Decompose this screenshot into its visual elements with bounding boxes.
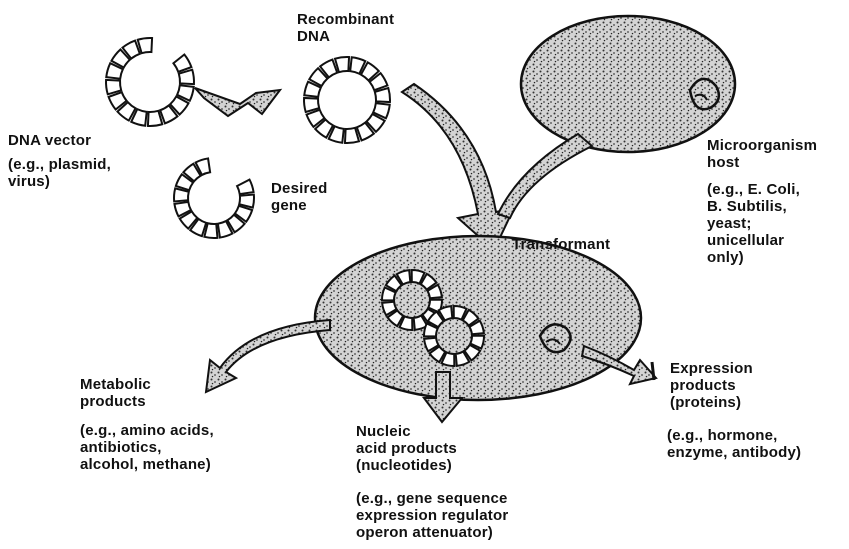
ring-segment [148, 111, 162, 126]
dna-vector-label: DNA vector [8, 132, 91, 149]
host-to-transformant-arrow [498, 134, 592, 218]
microorganism-host-example-line-2: B. Subtilis, [707, 198, 800, 215]
nucleic-acid-products-examples: (e.g., gene sequence expression regulato… [356, 490, 508, 541]
microorganism-host-cell [521, 16, 735, 152]
metabolic-products-name-line-1: Metabolic [80, 376, 151, 393]
nucleic-acid-products-name-line-1: Nucleic [356, 423, 457, 440]
metabolic-products-example-line-3: alcohol, methane) [80, 456, 214, 473]
microorganism-host-examples: (e.g., E. Coli, B. Subtilis, yeast; unic… [707, 181, 800, 266]
microorganism-host-example-line-5: only) [707, 249, 800, 266]
nucleic-acid-products-name-line-3: (nucleotides) [356, 457, 457, 474]
expression-products-name-line-1: Expression [670, 360, 753, 377]
recombinant-dna-label-line-1: Recombinant [297, 11, 394, 28]
transformant-cell [315, 236, 641, 400]
nucleic-acid-products-example-line-2: expression regulator [356, 507, 508, 524]
nucleic-acid-products-label: Nucleic acid products (nucleotides) [356, 423, 457, 474]
metabolic-products-name-line-2: products [80, 393, 151, 410]
metabolic-products-examples: (e.g., amino acids, antibiotics, alcohol… [80, 422, 214, 473]
expression-products-examples: (e.g., hormone, enzyme, antibody) [667, 427, 801, 461]
recombinant-dna-ring [304, 57, 390, 143]
expression-products-example-line-1: (e.g., hormone, [667, 427, 801, 444]
desired-gene-label-line-1: Desired [271, 180, 327, 197]
microorganism-host-name-line-2: host [707, 154, 817, 171]
transformant-label: Transformant [512, 236, 610, 253]
insert-arrow [195, 88, 280, 116]
desired-gene-label: Desired gene [271, 180, 327, 214]
expression-products-label: Expression products (proteins) [670, 360, 753, 411]
desired-gene-ring [174, 158, 254, 238]
dna-vector-ring [106, 38, 194, 126]
expression-products-name-line-2: products [670, 377, 753, 394]
transformant-label-text: Transformant [512, 236, 610, 253]
microorganism-host-name-line-1: Microorganism [707, 137, 817, 154]
nucleic-acid-products-example-line-1: (e.g., gene sequence [356, 490, 508, 507]
metabolic-products-label: Metabolic products [80, 376, 151, 410]
metabolic-products-example-line-1: (e.g., amino acids, [80, 422, 214, 439]
nucleic-acid-products-name-line-2: acid products [356, 440, 457, 457]
ring-segment [237, 180, 253, 195]
metabolic-products-arrow [206, 320, 330, 392]
microorganism-host-label: Microorganism host [707, 137, 817, 171]
expression-products-example-line-2: enzyme, antibody) [667, 444, 801, 461]
microorganism-host-example-line-3: yeast; [707, 215, 800, 232]
dna-vector-examples: (e.g., plasmid, virus) [8, 156, 111, 190]
ring-segment [179, 70, 194, 84]
ring-segment [138, 38, 152, 53]
dna-vector-name: DNA vector [8, 132, 91, 149]
recombinant-dna-label: Recombinant DNA [297, 11, 394, 45]
desired-gene-label-line-2: gene [271, 197, 327, 214]
ring-segment [106, 80, 121, 94]
dna-vector-example-line-2: virus) [8, 173, 111, 190]
ring-segment [173, 54, 191, 71]
microorganism-host-example-line-1: (e.g., E. Coli, [707, 181, 800, 198]
recombinant-dna-label-line-2: DNA [297, 28, 394, 45]
metabolic-products-example-line-2: antibiotics, [80, 439, 214, 456]
microorganism-host-example-line-4: unicellular [707, 232, 800, 249]
dna-vector-example-line-1: (e.g., plasmid, [8, 156, 111, 173]
recombinant-to-transformant-arrow [402, 84, 514, 250]
nucleic-acid-products-example-line-3: operon attenuator) [356, 524, 508, 541]
expression-products-name-line-3: (proteins) [670, 394, 753, 411]
